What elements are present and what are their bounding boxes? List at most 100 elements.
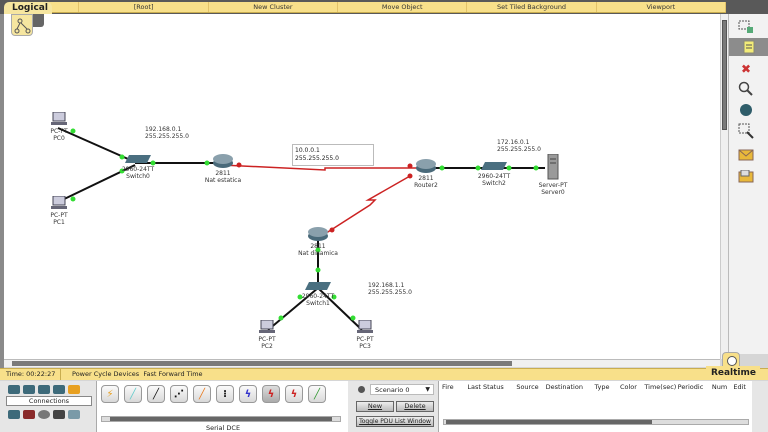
straight-through-cable-button[interactable]: ╱: [147, 385, 165, 403]
device-name: Router2: [414, 182, 438, 189]
workspace-canvas[interactable]: [4, 14, 720, 359]
pc-icon: [51, 195, 67, 209]
note-lan1[interactable]: 192.168.1.1 255.255.255.0: [368, 282, 412, 296]
add-complex-pdu-icon[interactable]: [733, 168, 759, 186]
fiber-cable-button[interactable]: ╱: [193, 385, 211, 403]
switch2-device[interactable]: 2960-24TT Switch2: [474, 162, 514, 187]
device-name: Switch1: [306, 300, 330, 307]
device-name: Switch2: [482, 180, 506, 187]
cable-selection: ⚡ ╱ ╱ ⋰ ╱ ⁝ ϟ ϟ ϟ ╱ Serial DCE: [96, 381, 348, 432]
serial-dte-cable-button[interactable]: ϟ: [285, 385, 303, 403]
switch0-device[interactable]: 2960-24TT Switch0: [118, 155, 158, 180]
pc0-device[interactable]: PC-PT PC0: [44, 111, 74, 142]
move-object-button[interactable]: Move Object: [338, 2, 468, 12]
octal-cable-button[interactable]: ╱: [308, 385, 326, 403]
col-type: Type: [594, 383, 610, 391]
draw-shape-icon[interactable]: [733, 100, 759, 118]
device-model: 2811: [310, 243, 326, 250]
logical-toolbar: [Root] New Cluster Move Object Set Tiled…: [40, 2, 726, 13]
switch-icon: [125, 155, 151, 163]
scenario-dropdown[interactable]: Scenario 0 ▼: [370, 384, 434, 395]
wan-emulation-category-icon[interactable]: [38, 410, 50, 419]
custom-devices-category-icon[interactable]: [53, 410, 65, 419]
selected-cable-label: Serial DCE: [205, 424, 241, 432]
coaxial-cable-button[interactable]: ϟ: [239, 385, 257, 403]
toggle-pdu-list-button[interactable]: Toggle PDU List Window: [356, 416, 434, 427]
device-name: Nat estatica: [204, 177, 242, 184]
delete-icon[interactable]: ✖: [740, 62, 752, 76]
serial-dce-cable-button[interactable]: ϟ: [262, 385, 280, 403]
note-lan0[interactable]: 192.168.0.1 255.255.255.0: [145, 126, 189, 140]
logical-tab[interactable]: Logical: [4, 2, 52, 15]
router2-device[interactable]: 2811 Router2: [406, 159, 446, 189]
router-icon: [308, 227, 328, 241]
cross-over-cable-button[interactable]: ⋰: [170, 385, 188, 403]
set-tiled-background-button[interactable]: Set Tiled Background: [467, 2, 597, 12]
automatic-cable-button[interactable]: ⚡: [101, 385, 119, 403]
note-mask: 255.255.255.0: [145, 133, 189, 140]
phone-cable-button[interactable]: ⁝: [216, 385, 234, 403]
router-icon: [416, 159, 436, 173]
device-model: 2811: [418, 175, 434, 182]
scenario-panel: Scenario 0 ▼ New Delete Toggle PDU List …: [352, 381, 438, 432]
logical-view-icon[interactable]: [11, 14, 33, 36]
switches-category-icon[interactable]: [23, 385, 35, 394]
pdu-list-scrollbar[interactable]: [443, 419, 749, 425]
device-name: Switch0: [126, 173, 150, 180]
left-edge: [0, 14, 4, 369]
new-cluster-button[interactable]: New Cluster: [209, 2, 339, 12]
device-name: PC3: [359, 343, 371, 350]
note-server-lan[interactable]: 172.16.0.1 255.255.255.0: [497, 139, 541, 153]
col-fire: Fire: [442, 383, 454, 391]
pc-icon: [259, 319, 275, 333]
nat-estatica-router[interactable]: 2811 Nat estatica: [200, 154, 246, 184]
col-source: Source: [516, 383, 539, 391]
realtime-tab[interactable]: Realtime: [706, 366, 760, 380]
security-category-icon[interactable]: [23, 410, 35, 419]
root-button[interactable]: [Root]: [79, 2, 209, 12]
canvas-horizontal-scrollbar[interactable]: [4, 359, 720, 367]
wireless-category-icon[interactable]: [53, 385, 65, 394]
device-name: PC0: [53, 135, 65, 142]
cable-scrollbar[interactable]: [101, 416, 341, 422]
delete-scenario-button[interactable]: Delete: [396, 401, 434, 412]
pc3-device[interactable]: PC-PT PC3: [350, 319, 380, 350]
server0-device[interactable]: Server-PT Server0: [533, 153, 573, 196]
realtime-mode-button[interactable]: [722, 352, 740, 368]
canvas-vertical-scrollbar[interactable]: [720, 14, 728, 359]
nat-dinamica-router[interactable]: 2811 Nat dinamica: [294, 227, 342, 257]
device-model: 2960-24TT: [477, 173, 511, 180]
power-cycle-devices-button[interactable]: Power Cycle Devices: [72, 370, 140, 378]
scenario-icon: [358, 386, 365, 393]
select-rect-icon[interactable]: [733, 18, 759, 36]
note-ip: 192.168.0.1: [145, 126, 182, 133]
col-periodic: Periodic: [677, 383, 704, 391]
multiuser-category-icon[interactable]: [68, 410, 80, 419]
note-icon[interactable]: [729, 38, 768, 56]
switch-icon: [305, 282, 331, 290]
router-icon: [213, 154, 233, 168]
power-cycle-controls: Power Cycle Devices Fast Forward Time: [72, 369, 203, 380]
resize-icon[interactable]: [733, 122, 759, 140]
category-label: Connections: [6, 396, 92, 406]
switch1-device[interactable]: 2960-24TT Switch1: [298, 282, 338, 307]
hubs-category-icon[interactable]: [38, 385, 50, 394]
fast-forward-time-button[interactable]: Fast Forward Time: [143, 370, 203, 378]
pc2-device[interactable]: PC-PT PC2: [252, 319, 282, 350]
connections-category-icon[interactable]: [68, 385, 80, 394]
note-wan-editing[interactable]: 10.0.0.1 255.255.255.0: [292, 144, 374, 166]
inspect-icon[interactable]: [733, 80, 759, 98]
col-edit: Edit: [733, 383, 746, 391]
viewport-button[interactable]: Viewport: [597, 2, 726, 12]
new-scenario-button[interactable]: New: [356, 401, 394, 412]
device-type-selection: Connections: [4, 381, 94, 432]
console-cable-button[interactable]: ╱: [124, 385, 142, 403]
add-simple-pdu-icon[interactable]: [733, 146, 759, 164]
end-devices-category-icon[interactable]: [8, 410, 20, 419]
routers-category-icon[interactable]: [8, 385, 20, 394]
device-name: Server0: [541, 189, 565, 196]
pc1-device[interactable]: PC-PT PC1: [44, 195, 74, 226]
col-time: Time(sec): [644, 383, 677, 391]
toolbar-spacer: [40, 2, 80, 12]
